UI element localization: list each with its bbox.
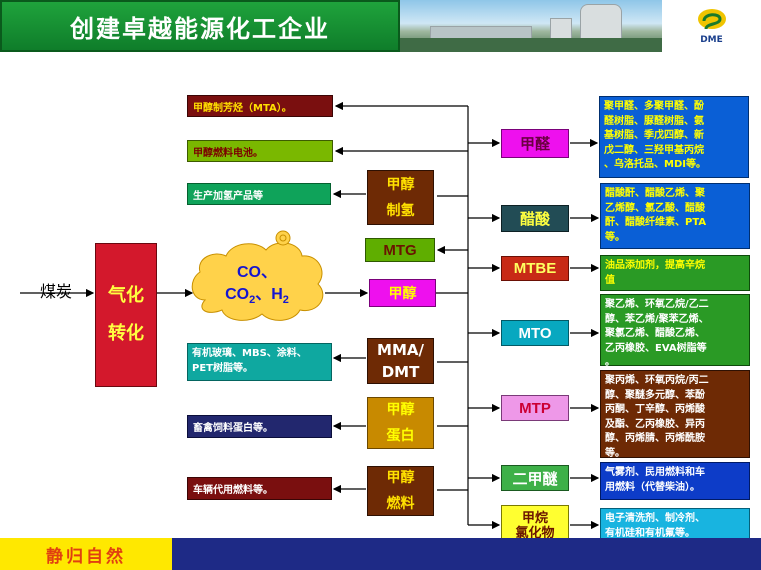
app-acetic-acid: 醋酸酐、醋酸乙烯、聚 乙烯醇、氯乙酸、醋酸 酐、醋酸纤维素、PTA 等。: [600, 183, 750, 249]
logo-emblem-icon: [697, 9, 726, 30]
gasification-line-1: 气化: [108, 285, 144, 306]
mma-line-1: MMA/: [377, 341, 424, 359]
output-vehicle-fuel: 车辆代用燃料等。: [187, 477, 332, 500]
feed-coal-label: 煤炭: [40, 282, 73, 301]
app-formaldehyde: 聚甲醛、多聚甲醛、酚 醛树脂、脲醛树脂、氨 基树脂、季戊四醇、新 戊二醇、三羟甲…: [599, 96, 749, 178]
syngas-line-2: CO2、H2: [225, 286, 289, 307]
methanol-hydrogen-line-2: 制氢: [386, 202, 415, 219]
methanol-hydrogen-box: 甲醇 制氢: [367, 170, 434, 225]
product-mtp: MTP: [501, 395, 569, 421]
app-mtp: 聚丙烯、环氧丙烷/丙二 醇、聚醚多元醇、苯酚 丙酮、丁辛醇、丙烯酸 及酯、乙丙橡…: [600, 370, 750, 459]
header-title-bar: 创建卓越能源化工企业: [0, 0, 400, 52]
mma-line-2: DMT: [381, 363, 420, 381]
methanol-protein-line-2: 蛋白: [386, 428, 415, 444]
footer-slogan: 静归自然: [46, 546, 126, 567]
gasification-line-2: 转化: [108, 323, 144, 344]
output-hydrogenation: 生产加氢产品等: [187, 183, 331, 205]
product-dme: 二甲醚: [501, 465, 569, 491]
company-logo: DME: [662, 0, 761, 52]
product-mtbe: MTBE: [501, 256, 569, 281]
product-mto: MTO: [501, 320, 569, 346]
output-mma-uses: 有机玻璃、MBS、涂料、PET树脂等。: [187, 343, 332, 381]
logo-text: DME: [700, 35, 723, 45]
methanol-fuel-line-2: 燃料: [386, 496, 415, 512]
chloromethane-line-2: 氯化物: [515, 526, 555, 541]
syngas-cloud: [191, 242, 324, 321]
footer-bar: [172, 538, 761, 570]
mtg-box: MTG: [365, 238, 435, 262]
app-mto: 聚乙烯、环氧乙烷/乙二 醇、苯乙烯/聚苯乙烯、 聚氯乙烯、醋酸乙烯、 乙丙橡胶、…: [600, 294, 750, 368]
product-formaldehyde: 甲醛: [501, 129, 569, 158]
output-fuel-cell: 甲醇燃料电池。: [187, 140, 333, 162]
methanol-hydrogen-line-1: 甲醇: [386, 176, 415, 193]
gasification-box: 气化 转化: [95, 243, 157, 387]
syngas-label: CO、 CO2、H2: [198, 262, 316, 311]
mma-dmt-box: MMA/ DMT: [367, 338, 434, 384]
header-plant-photo: [400, 0, 662, 52]
methanol-fuel-box: 甲醇 燃料: [367, 466, 434, 516]
output-mta: 甲醇制芳烃（MTA）。: [187, 95, 333, 117]
app-mtbe: 油品添加剂，提高辛烷 值: [600, 255, 750, 291]
methanol-protein-line-1: 甲醇: [386, 402, 415, 418]
output-protein-feed: 畜禽饲料蛋白等。: [187, 415, 332, 438]
page-title: 创建卓越能源化工企业: [70, 13, 330, 43]
methanol-fuel-line-1: 甲醇: [386, 470, 415, 486]
footer-slogan-panel: 静归自然: [0, 538, 172, 570]
app-dme: 气雾剂、民用燃料和车 用燃料（代替柴油）。: [600, 462, 750, 500]
syngas-line-1: CO、: [236, 264, 277, 281]
chloromethane-line-1: 甲烷: [521, 511, 548, 526]
methanol-protein-box: 甲醇 蛋白: [367, 397, 434, 449]
cloud-swirl-icon: [275, 230, 291, 246]
product-acetic-acid: 醋酸: [501, 205, 569, 232]
methanol-box: 甲醇: [369, 279, 436, 307]
